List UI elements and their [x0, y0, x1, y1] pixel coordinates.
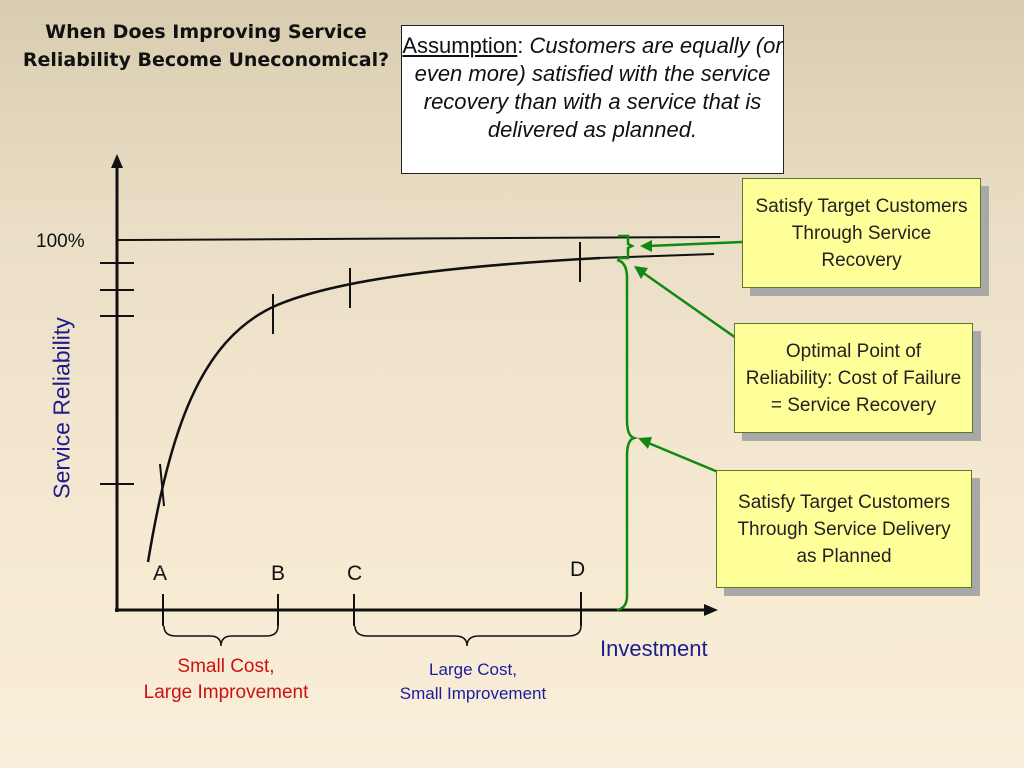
- large-cost-brace: [354, 625, 582, 647]
- small-cost-label: Small Cost, Large Improvement: [118, 654, 334, 706]
- recovery-arrowhead: [640, 240, 652, 252]
- curve-tick-a: [159, 463, 165, 507]
- point-label-a: A: [153, 562, 168, 585]
- small-cost-brace: [163, 625, 279, 647]
- assumption-box: Assumption: Customers are equally (or ev…: [401, 25, 784, 174]
- optimal-brace: [616, 258, 639, 612]
- optimal-arrowhead: [634, 266, 648, 279]
- optimal-arrow: [641, 270, 737, 340]
- callout-optimal-point-text: Optimal Point of Reliability: Cost of Fa…: [745, 340, 962, 416]
- title-line-2: Reliability Become Uneconomical?: [22, 49, 390, 71]
- point-label-d: D: [570, 558, 586, 581]
- point-label-c: C: [347, 562, 363, 585]
- point-label-b: B: [271, 562, 286, 585]
- callout-service-recovery: Satisfy Target Customers Through Service…: [742, 178, 981, 288]
- small-cost-line-1: Small Cost,: [177, 656, 275, 677]
- x-axis-label: Investment: [600, 636, 708, 661]
- x-axis-arrowhead: [704, 604, 718, 616]
- small-cost-line-2: Large Improvement: [143, 682, 309, 703]
- callout-delivery-planned: Satisfy Target Customers Through Service…: [716, 470, 972, 588]
- recovery-arrow: [647, 240, 743, 248]
- reliability-curve: [146, 256, 601, 563]
- assumption-text: Customers are equally (or even more) sat…: [414, 33, 783, 142]
- delivery-arrowhead: [638, 437, 652, 449]
- y-axis-label: Service Reliability: [48, 317, 75, 499]
- hundred-percent-label: 100%: [36, 231, 85, 252]
- recovery-brace: [618, 234, 635, 260]
- large-cost-label: Large Cost, Small Improvement: [372, 658, 574, 706]
- y-axis-arrowhead: [111, 154, 123, 168]
- callout-delivery-planned-text: Satisfy Target Customers Through Service…: [737, 491, 951, 567]
- slide-title: When Does Improving Service Reliability …: [16, 18, 396, 74]
- callout-service-recovery-text: Satisfy Target Customers Through Service…: [755, 195, 968, 271]
- large-cost-line-1: Large Cost,: [429, 660, 517, 679]
- assumption-label: Assumption: [402, 33, 518, 58]
- delivery-arrow: [645, 440, 719, 474]
- large-cost-line-2: Small Improvement: [399, 684, 547, 703]
- title-line-1: When Does Improving Service: [45, 21, 367, 43]
- hundred-percent-line: [116, 236, 721, 241]
- callout-optimal-point: Optimal Point of Reliability: Cost of Fa…: [734, 323, 973, 433]
- assumption-colon: :: [517, 33, 524, 58]
- curve-extension: [597, 253, 715, 259]
